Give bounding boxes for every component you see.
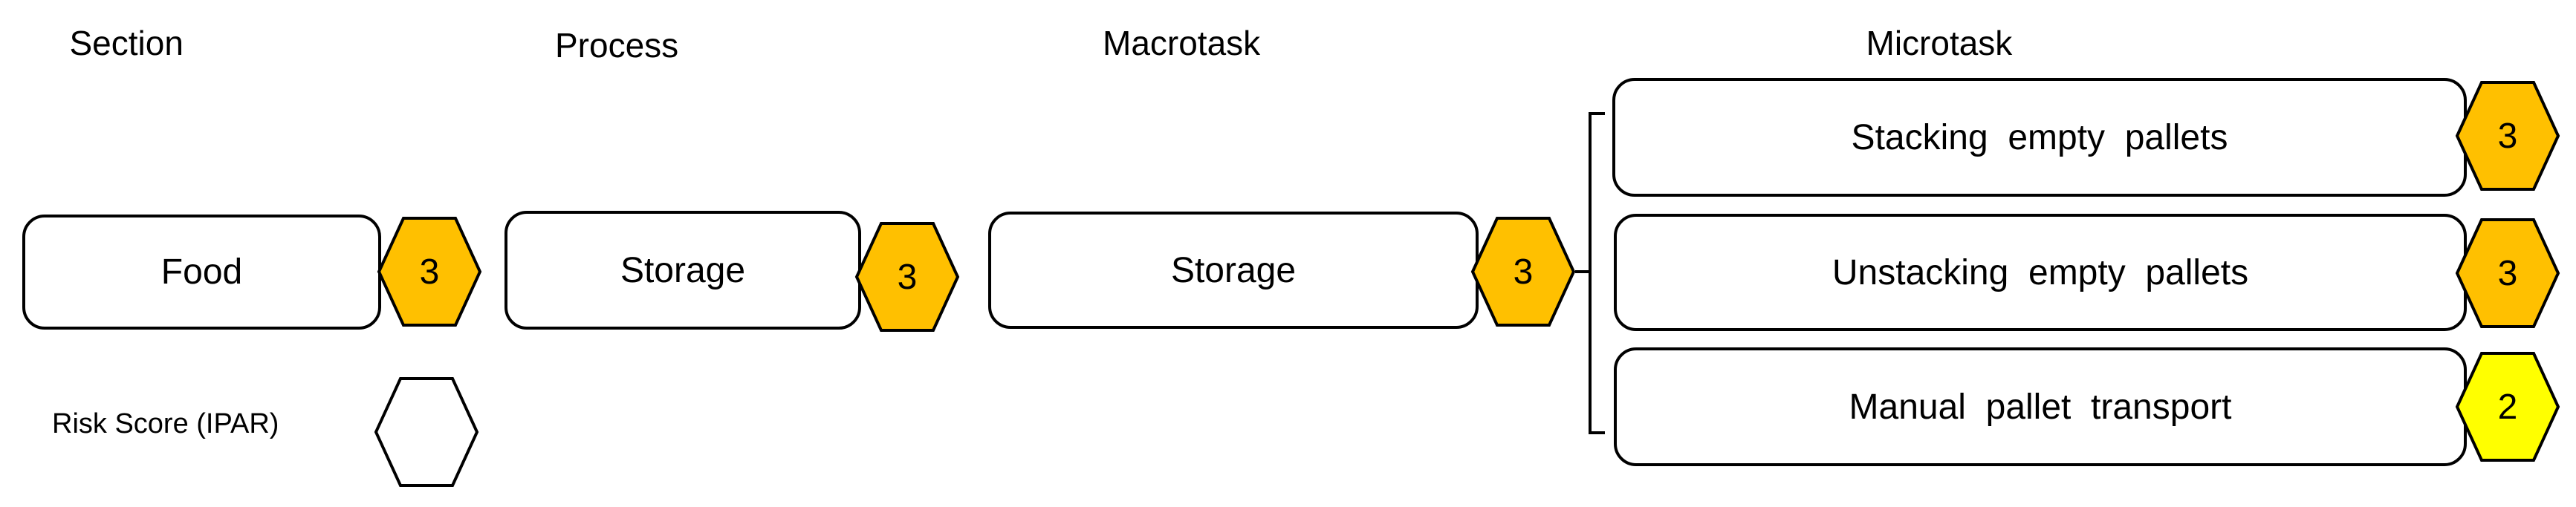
microtask-box: Stacking empty pallets	[1612, 78, 2467, 197]
microtask-score-hexagon: 2	[2455, 352, 2560, 462]
section-box: Food	[22, 215, 381, 330]
microtask-label: Stacking empty pallets	[1851, 117, 2228, 157]
microtask-box: Unstacking empty pallets	[1614, 214, 2467, 331]
process-score: 3	[898, 258, 918, 297]
macrotask-score: 3	[1514, 252, 1534, 292]
section-score: 3	[420, 252, 440, 292]
column-title-microtask: Microtask	[1866, 24, 2013, 62]
macrotask-score-hexagon: 3	[1470, 217, 1576, 327]
column-title-process: Process	[555, 26, 679, 65]
section-label: Food	[160, 252, 243, 292]
legend-hexagon	[374, 377, 479, 487]
section-score-hexagon: 3	[377, 217, 482, 327]
process-box: Storage	[505, 211, 861, 330]
macrotask-label: Storage	[1170, 250, 1297, 290]
microtask-score: 3	[2498, 117, 2518, 156]
microtask-score: 2	[2498, 387, 2518, 427]
process-score-hexagon: 3	[854, 222, 960, 332]
microtask-score-hexagon: 3	[2455, 218, 2560, 328]
process-label: Storage	[620, 250, 746, 290]
column-title-macrotask: Macrotask	[1103, 24, 1261, 62]
microtask-score: 3	[2498, 254, 2518, 293]
column-title-section: Section	[69, 24, 184, 62]
macrotask-box: Storage	[988, 212, 1479, 329]
microtask-box: Manual pallet transport	[1614, 347, 2467, 466]
microtask-label: Manual pallet transport	[1849, 387, 2232, 427]
legend-label: Risk Score (IPAR)	[52, 408, 279, 439]
microtask-score-hexagon: 3	[2455, 81, 2560, 191]
microtask-label: Unstacking empty pallets	[1832, 252, 2249, 292]
